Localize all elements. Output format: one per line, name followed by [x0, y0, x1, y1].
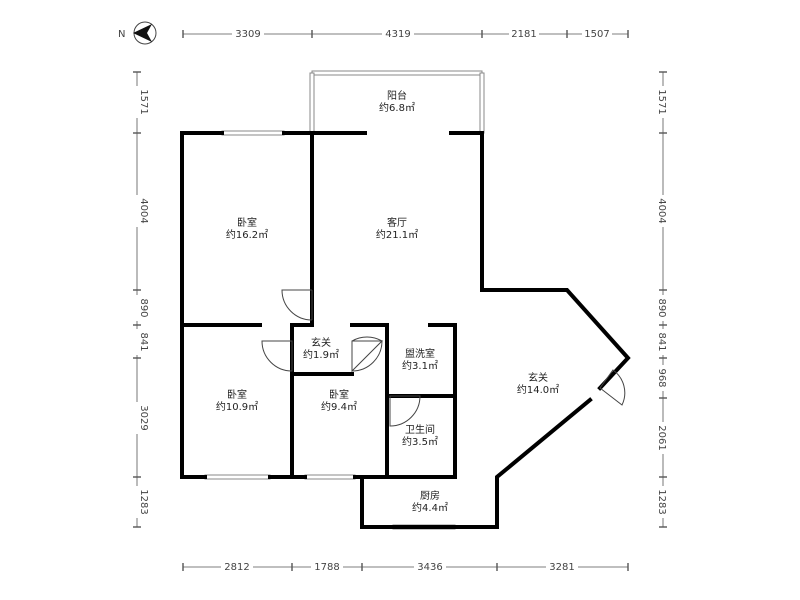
room-bathroom: 卫生间 约3.5㎡: [402, 423, 438, 448]
dim-left-1: 1571: [138, 89, 149, 114]
dim-right-1: 1571: [656, 89, 667, 114]
dim-right-3: 890: [656, 298, 667, 317]
dim-top-4: 1507: [584, 29, 609, 40]
room-area: 约9.4㎡: [321, 400, 357, 413]
dim-right-2: 4004: [656, 198, 667, 223]
room-name: 盥洗室: [405, 347, 435, 360]
room-foyer-small: 玄关 约1.9㎡: [303, 336, 339, 361]
bedroom-a-window: [221, 130, 285, 136]
room-name: 卧室: [227, 388, 247, 401]
dim-left-4: 841: [138, 332, 149, 351]
room-living: 客厅 约21.1㎡: [376, 216, 418, 241]
room-bedroom-c: 卧室 约9.4㎡: [321, 388, 357, 413]
room-name: 卧室: [237, 216, 257, 229]
dimension-right: 1571 4004 890 841 968 2061 1283: [656, 71, 669, 528]
bedroom-b-window: [204, 474, 271, 480]
windows: [204, 70, 485, 530]
room-area: 约21.1㎡: [376, 228, 418, 241]
room-labels: 阳台 约6.8㎡ 卧室 约16.2㎡ 客厅 约21.1㎡ 玄关 约1.9㎡ 盥洗…: [216, 89, 559, 514]
doors: [261, 289, 626, 427]
room-kitchen: 厨房 约4.4㎡: [412, 489, 448, 514]
walls: [180, 131, 631, 529]
room-name: 客厅: [387, 216, 407, 229]
room-area: 约3.5㎡: [402, 435, 438, 448]
room-foyer-large: 玄关 约14.0㎡: [517, 371, 559, 396]
dim-top-1: 3309: [235, 29, 260, 40]
room-name: 玄关: [311, 336, 331, 349]
dim-right-5: 968: [656, 368, 667, 387]
compass: N: [118, 21, 157, 45]
balcony-window-right: [479, 72, 485, 134]
room-name: 卧室: [329, 388, 349, 401]
room-balcony: 阳台 约6.8㎡: [379, 89, 415, 114]
room-area: 约1.9㎡: [303, 348, 339, 361]
room-name: 厨房: [420, 489, 440, 502]
door-entrance: [599, 369, 626, 406]
door-bedroom-a: [281, 289, 313, 321]
compass-label: N: [118, 29, 125, 40]
dimension-left: 1571 4004 890 841 3029 1283: [131, 71, 149, 528]
dim-left-5: 3029: [138, 405, 149, 430]
room-area: 约6.8㎡: [379, 101, 415, 114]
balcony-window-top: [311, 70, 483, 76]
dimension-bottom: 2812 1788 3436 3281: [182, 560, 629, 573]
dim-right-4: 841: [656, 332, 667, 351]
room-laundry: 盥洗室 约3.1㎡: [402, 347, 438, 372]
dim-left-2: 4004: [138, 198, 149, 223]
dim-bottom-3: 3436: [417, 562, 442, 573]
dim-left-6: 1283: [138, 489, 149, 514]
door-bathroom: [389, 395, 421, 427]
dim-bottom-4: 3281: [549, 562, 574, 573]
room-name: 阳台: [387, 89, 407, 102]
dim-left-3: 890: [138, 298, 149, 317]
room-bedroom-b: 卧室 约10.9㎡: [216, 388, 258, 413]
dim-top-2: 4319: [385, 29, 410, 40]
north-arrow-icon: [133, 24, 152, 42]
bedroom-c-window: [304, 474, 356, 480]
dim-right-7: 1283: [656, 489, 667, 514]
dim-bottom-2: 1788: [314, 562, 339, 573]
room-area: 约16.2㎡: [226, 228, 268, 241]
balcony-window-left: [309, 72, 315, 134]
room-bedroom-a: 卧室 约16.2㎡: [226, 216, 268, 241]
dim-top-3: 2181: [511, 29, 536, 40]
door-bedroom-b: [261, 340, 293, 372]
room-area: 约14.0㎡: [517, 383, 559, 396]
room-area: 约10.9㎡: [216, 400, 258, 413]
room-area: 约4.4㎡: [412, 501, 448, 514]
dimension-top: 3309 4319 2181 1507: [182, 27, 629, 40]
dim-right-6: 2061: [656, 425, 667, 450]
room-name: 玄关: [528, 371, 548, 384]
room-name: 卫生间: [405, 423, 435, 436]
dim-bottom-1: 2812: [224, 562, 249, 573]
room-area: 约3.1㎡: [402, 359, 438, 372]
